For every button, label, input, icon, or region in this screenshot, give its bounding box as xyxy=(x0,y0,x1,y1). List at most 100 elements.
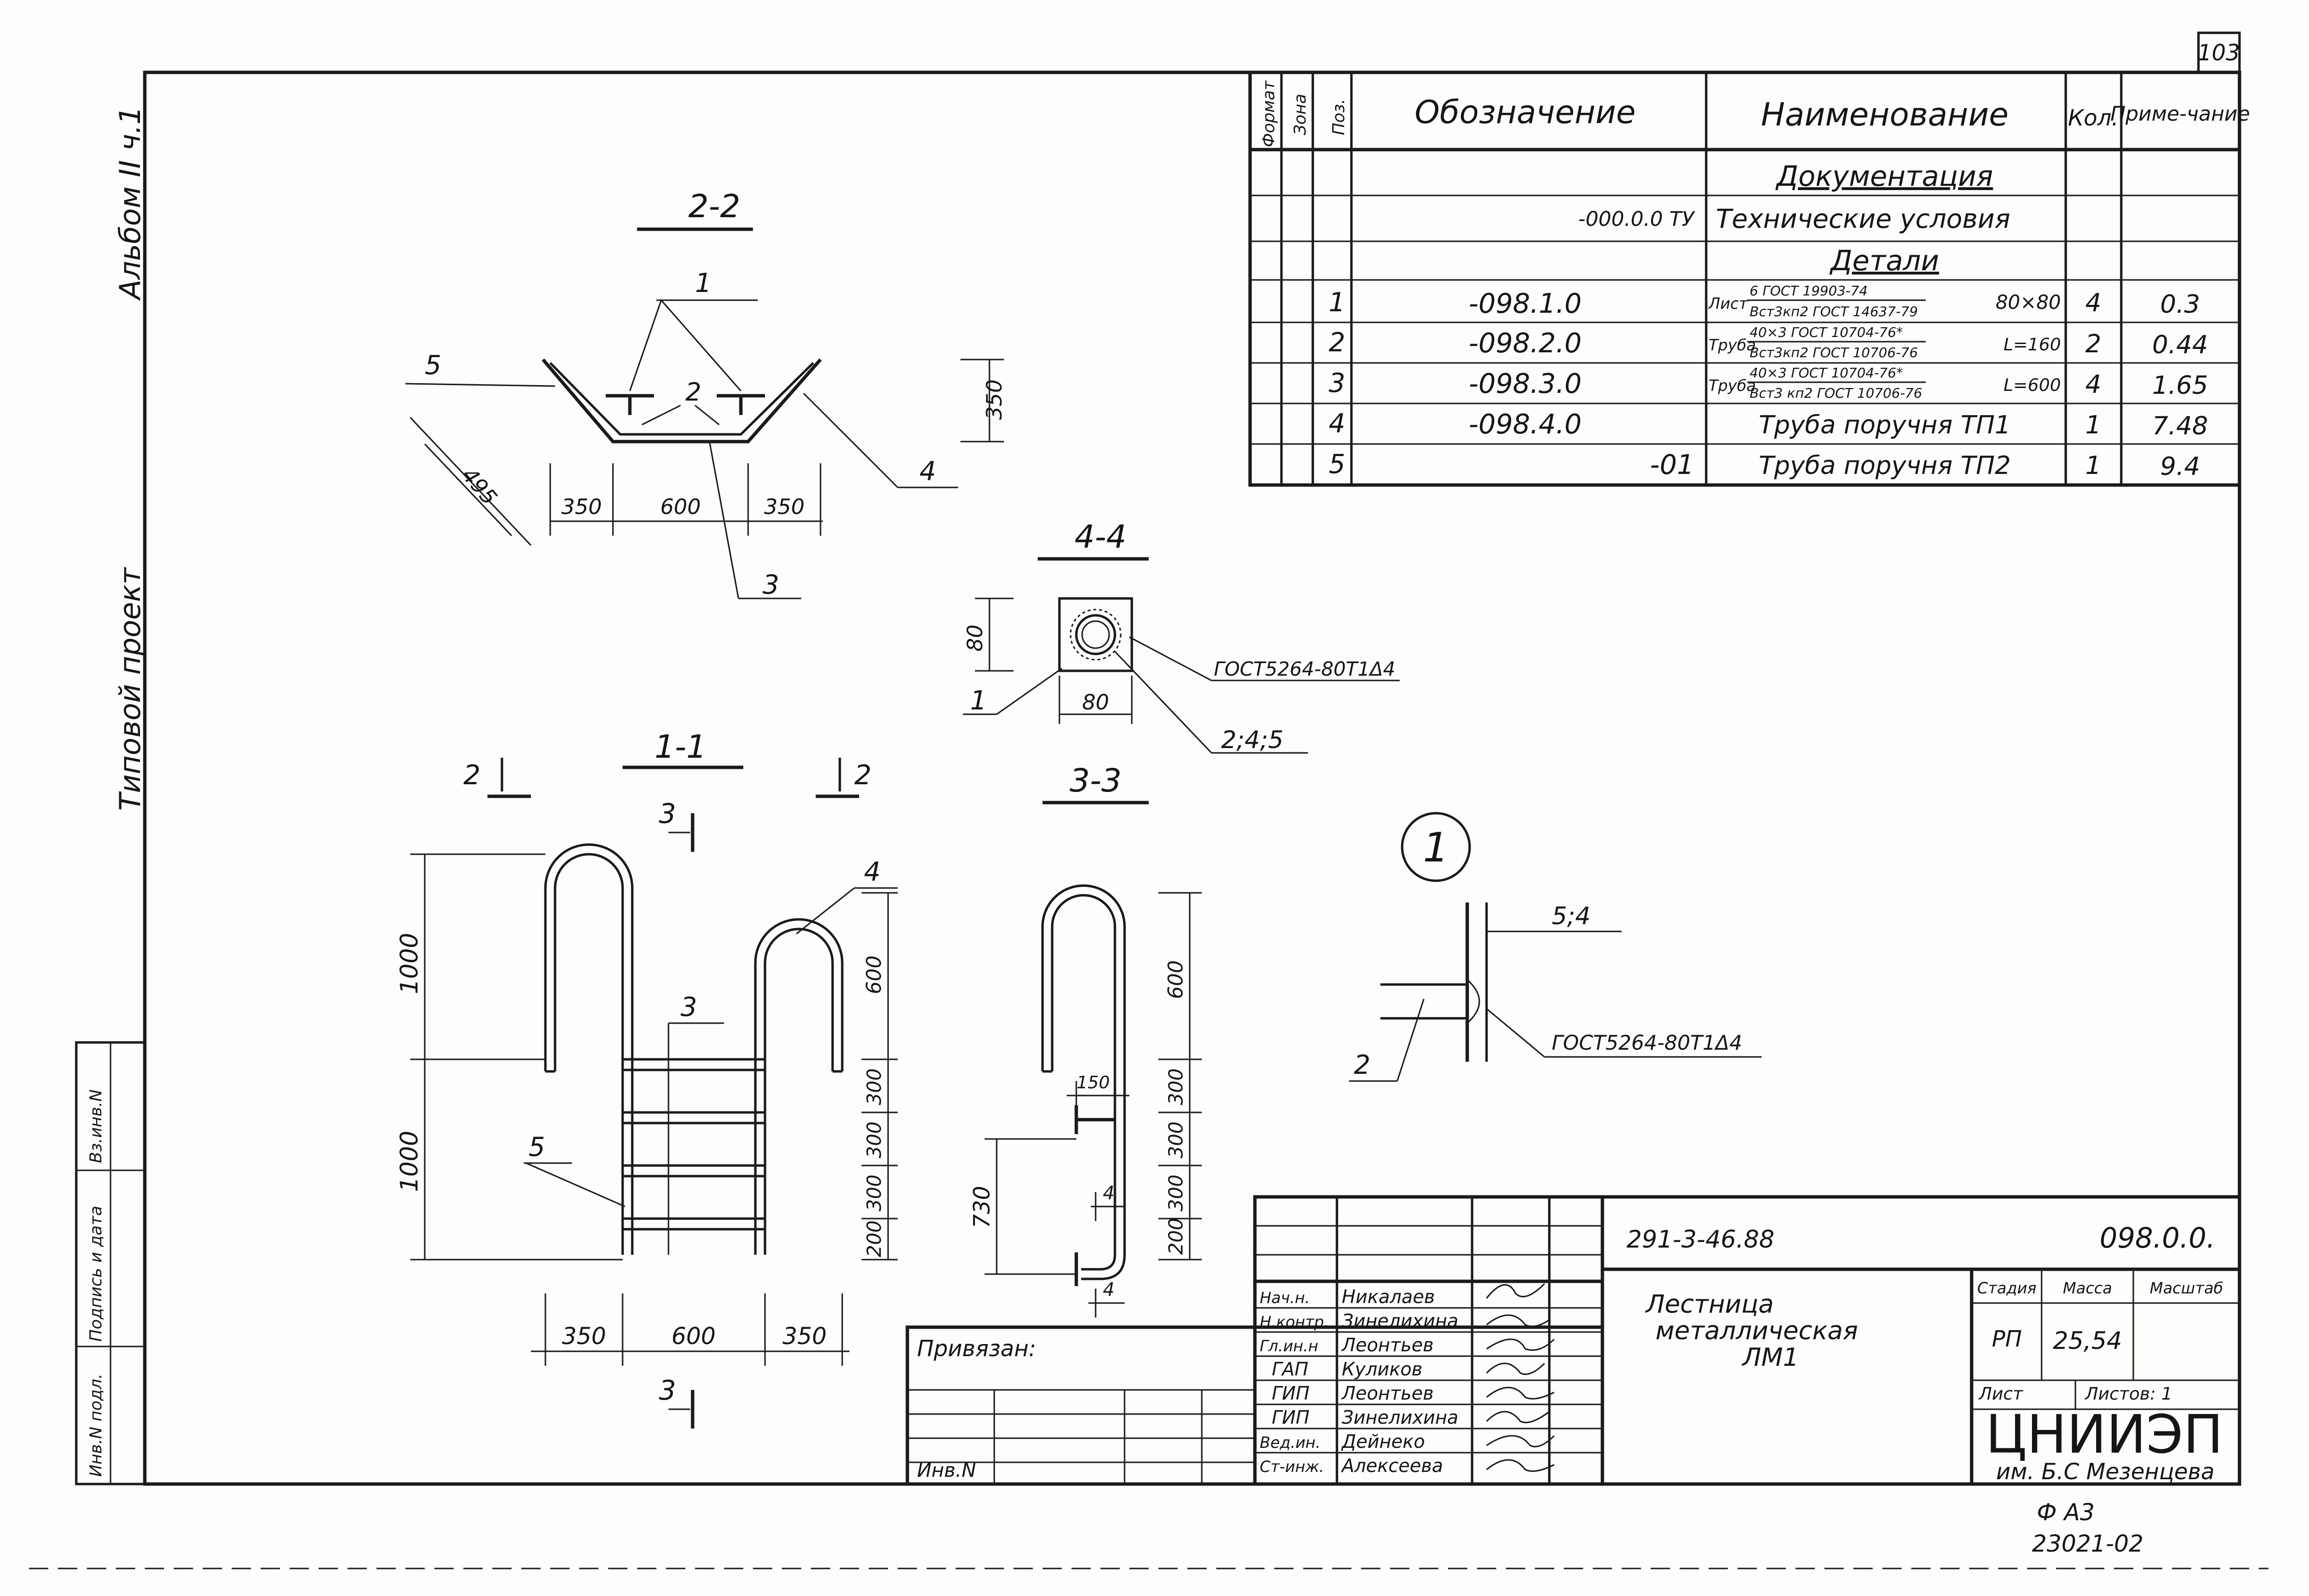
row3-note: 1.65 xyxy=(2152,371,2208,400)
row4-name: Труба поручня ТП1 xyxy=(1759,411,2011,440)
s22-dim-495: 495 xyxy=(457,463,502,510)
s33-dim-150: 150 xyxy=(1077,1073,1110,1093)
tb-inv: Инв.N xyxy=(917,1459,976,1482)
row2-note: 0.44 xyxy=(2152,331,2208,360)
side-album-label: Альбом II ч.1 xyxy=(113,106,147,301)
signatures xyxy=(1486,1283,1555,1472)
row1-top: 6 ГОСТ 19903-74 xyxy=(1750,283,1868,299)
s11-dim-1000b: 1000 xyxy=(395,1131,423,1192)
node-1-label-54: 5;4 xyxy=(1552,902,1590,930)
tb-role-0: Нач.н. xyxy=(1260,1289,1310,1307)
row3-suffix: L=600 xyxy=(2003,375,2061,395)
s44-dim-80h: 80 xyxy=(1082,690,1109,715)
s22-label-3: 3 xyxy=(763,569,779,600)
row3-bottom: Вст3 кп2 ГОСТ 10706-76 xyxy=(1750,385,1922,401)
s11-dim-300b: 300 xyxy=(863,1122,886,1158)
row3-prefix: Труба xyxy=(1709,376,1756,395)
row1-prefix: Лист xyxy=(1708,294,1748,313)
tb-role-6: Вед.ин. xyxy=(1260,1433,1321,1452)
section-4-4-title: 4-4 xyxy=(1074,518,1127,555)
stamp-inv-label: Инв.N подл. xyxy=(86,1374,106,1477)
side-project-label: Типовой проект xyxy=(113,567,147,811)
section-parts: Детали xyxy=(1829,244,1939,277)
tb-code: 291-3-46.88 xyxy=(1627,1225,1774,1253)
tb-mass: 25,54 xyxy=(2053,1327,2122,1355)
tb-org-sub: им. Б.С Мезенцева xyxy=(1996,1458,2215,1485)
title-block: Привязан: Инв.N 291-3-46.88 098.0.0. Лес… xyxy=(905,1195,2241,1486)
left-stamp: Инв.N подл. Подпись и дата Вз.инв.N xyxy=(75,1041,146,1485)
hdr-format: Формат xyxy=(1259,80,1279,147)
doc-name: Технические условия xyxy=(1716,204,2010,234)
bottom-format: Ф А3 xyxy=(2037,1499,2095,1526)
row1-qty: 4 xyxy=(2085,289,2101,318)
s44-label-245: 2;4;5 xyxy=(1221,726,1283,754)
s11-label-4: 4 xyxy=(864,857,880,887)
section-2-2-title: 2-2 xyxy=(688,188,740,225)
tb-scale-label: Масштаб xyxy=(2150,1279,2223,1297)
tb-title-2: металлическая xyxy=(1655,1317,1858,1346)
tb-name-4: Леонтьев xyxy=(1341,1383,1433,1404)
row1-designation: -098.1.0 xyxy=(1469,288,1582,319)
tb-name-2: Леонтьев xyxy=(1341,1334,1433,1356)
row2-pos: 2 xyxy=(1329,327,1345,358)
s33-dim-4a: 4 xyxy=(1103,1182,1114,1204)
s33-dim-300c: 300 xyxy=(1165,1175,1187,1211)
stamp-vz-label: Вз.инв.N xyxy=(86,1089,106,1163)
s33-dim-4b: 4 xyxy=(1103,1279,1114,1300)
hdr-note: Приме-чание xyxy=(2110,102,2250,125)
row4-designation: -098.4.0 xyxy=(1469,409,1582,440)
tb-sheets-label: Листов: 1 xyxy=(2084,1384,2172,1404)
bottom-number: 23021-02 xyxy=(2032,1530,2143,1557)
s22-label-5: 5 xyxy=(425,350,441,380)
row3-pos: 3 xyxy=(1329,368,1345,398)
doc-designation: -000.0.0 ТУ xyxy=(1578,207,1695,231)
s22-dim-350v: 350 xyxy=(982,379,1007,420)
tb-title-1: Лестница xyxy=(1645,1290,1774,1319)
s11-dim-b350b: 350 xyxy=(782,1323,827,1350)
tb-role-3: ГАП xyxy=(1272,1359,1308,1380)
s11-dim-200: 200 xyxy=(863,1221,886,1257)
node-1: 1 5;4 ГОСТ5264-80Т1Δ4 2 xyxy=(1349,812,1762,1082)
s11-dim-300a: 300 xyxy=(863,1069,886,1105)
row5-name: Труба поручня ТП2 xyxy=(1759,451,2011,480)
s33-dim-730: 730 xyxy=(969,1186,995,1228)
tb-role-5: ГИП xyxy=(1272,1407,1309,1428)
tb-role-4: ГИП xyxy=(1272,1383,1309,1404)
row5-qty: 1 xyxy=(2085,451,2101,480)
s33-dim-600: 600 xyxy=(1164,960,1187,999)
s11-cut-2-right: 2 xyxy=(854,760,872,791)
node-1-weld: ГОСТ5264-80Т1Δ4 xyxy=(1552,1031,1742,1055)
row4-note: 7.48 xyxy=(2152,412,2208,441)
s11-dim-600: 600 xyxy=(862,956,886,994)
tb-sheet-label: Лист xyxy=(1978,1384,2023,1404)
hdr-qty: Кол. xyxy=(2068,105,2119,131)
s22-label-1: 1 xyxy=(695,268,711,298)
s11-label-3: 3 xyxy=(681,992,697,1022)
section-docs: Документация xyxy=(1775,160,1993,193)
tb-role-7: Ст-инж. xyxy=(1260,1457,1324,1476)
tb-name-3: Куликов xyxy=(1342,1359,1422,1380)
s11-cut-2-left: 2 xyxy=(463,760,481,791)
section-1-1: 1-1 2 2 3 3 3 4 5 xyxy=(395,728,898,1429)
s33-dim-200: 200 xyxy=(1165,1218,1187,1255)
s33-dim-300b: 300 xyxy=(1165,1122,1187,1158)
tb-stage-label: Стадия xyxy=(1977,1279,2037,1297)
s44-dim-80v: 80 xyxy=(963,625,988,652)
row2-prefix: Труба xyxy=(1709,336,1756,354)
hdr-pos: Поз. xyxy=(1329,99,1349,135)
row1-pos: 1 xyxy=(1329,287,1345,318)
row2-suffix: L=160 xyxy=(2003,335,2061,355)
s11-dim-b350a: 350 xyxy=(562,1323,606,1350)
tb-role-1: Н.контр. xyxy=(1260,1313,1329,1331)
row2-bottom: Вст3кп2 ГОСТ 10706-76 xyxy=(1750,345,1918,361)
s11-cut-3-top: 3 xyxy=(659,798,676,830)
s11-dim-1000a: 1000 xyxy=(395,933,423,994)
hdr-name: Наименование xyxy=(1761,96,2009,133)
s22-dim-600: 600 xyxy=(660,495,701,519)
stamp-sign-label: Подпись и дата xyxy=(86,1206,106,1342)
tb-name-1: Зинелихина xyxy=(1342,1310,1459,1332)
node-1-title: 1 xyxy=(1423,824,1448,871)
s44-label-1: 1 xyxy=(970,685,987,716)
